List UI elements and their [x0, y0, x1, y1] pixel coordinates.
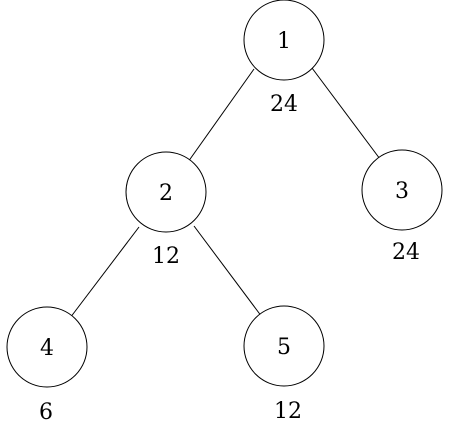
- node-circle-4: [6, 306, 88, 388]
- node-circle-5: [243, 305, 325, 387]
- edge-1-3: [311, 67, 381, 160]
- node-circle-3: [361, 149, 443, 231]
- node-label-5: 5: [277, 335, 291, 360]
- node-circle-2: [125, 151, 207, 233]
- tree-node-5: 5 12: [243, 305, 325, 424]
- node-label-2: 2: [159, 181, 173, 206]
- edge-2-4: [69, 226, 140, 319]
- node-value-2: 12: [152, 244, 180, 269]
- tree-node-3: 3 24: [361, 149, 443, 265]
- node-value-1: 24: [270, 92, 298, 117]
- node-value-3: 24: [392, 240, 420, 265]
- edge-2-5: [193, 225, 263, 318]
- tree-node-1: 1 24: [243, 0, 325, 117]
- node-value-5: 12: [274, 399, 302, 424]
- tree-node-4: 4 6: [6, 306, 88, 425]
- node-label-3: 3: [395, 179, 409, 204]
- node-label-4: 4: [40, 336, 54, 361]
- node-circle-1: [243, 0, 325, 81]
- edge-1-2: [187, 68, 255, 163]
- tree-node-2: 2 12: [125, 151, 207, 269]
- node-label-1: 1: [277, 29, 291, 54]
- node-value-4: 6: [39, 400, 53, 425]
